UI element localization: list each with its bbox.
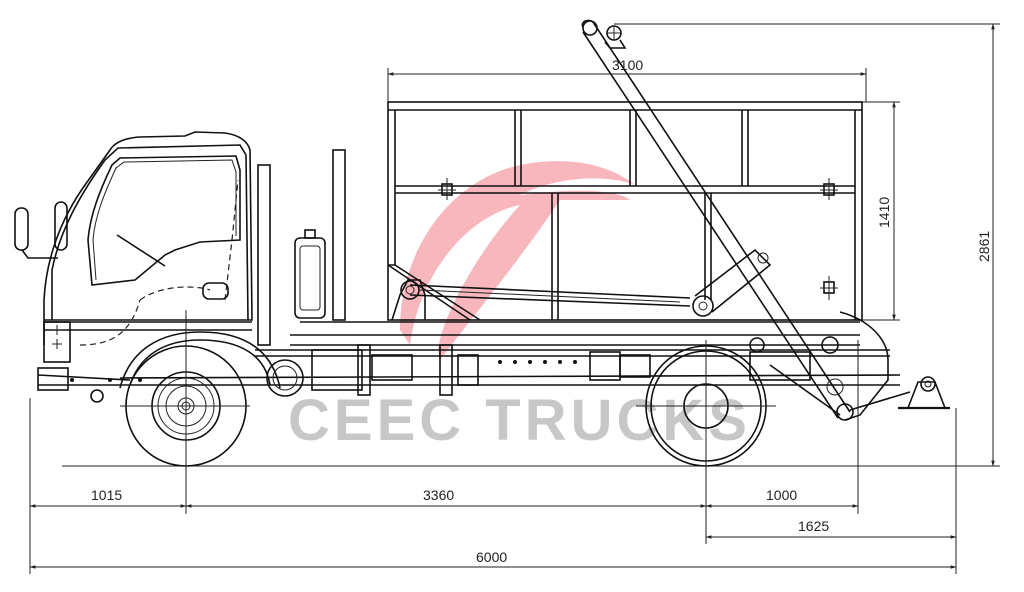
watermark-logo: [400, 161, 635, 360]
dim-front-overhang: 1015: [91, 487, 122, 503]
skip-body: [387, 101, 863, 321]
dim-overall-height: 2861: [976, 231, 992, 262]
dim-body-length: 3100: [612, 57, 643, 73]
watermark-text: CEEC TRUCKS: [288, 388, 751, 453]
dim-body-height: 1410: [876, 197, 892, 228]
truck-cab: [14, 131, 281, 403]
dim-wheelbase: 3360: [423, 487, 454, 503]
dimension-lines: [29, 23, 1000, 574]
dim-rear-axle-to-body: 1000: [766, 487, 797, 503]
dim-overall-length: 6000: [476, 549, 507, 565]
dim-rear-overhang: 1625: [798, 518, 829, 534]
front-wheel: [120, 310, 250, 512]
chassis-frame: [38, 149, 901, 397]
lifting-arm: [581, 19, 950, 421]
